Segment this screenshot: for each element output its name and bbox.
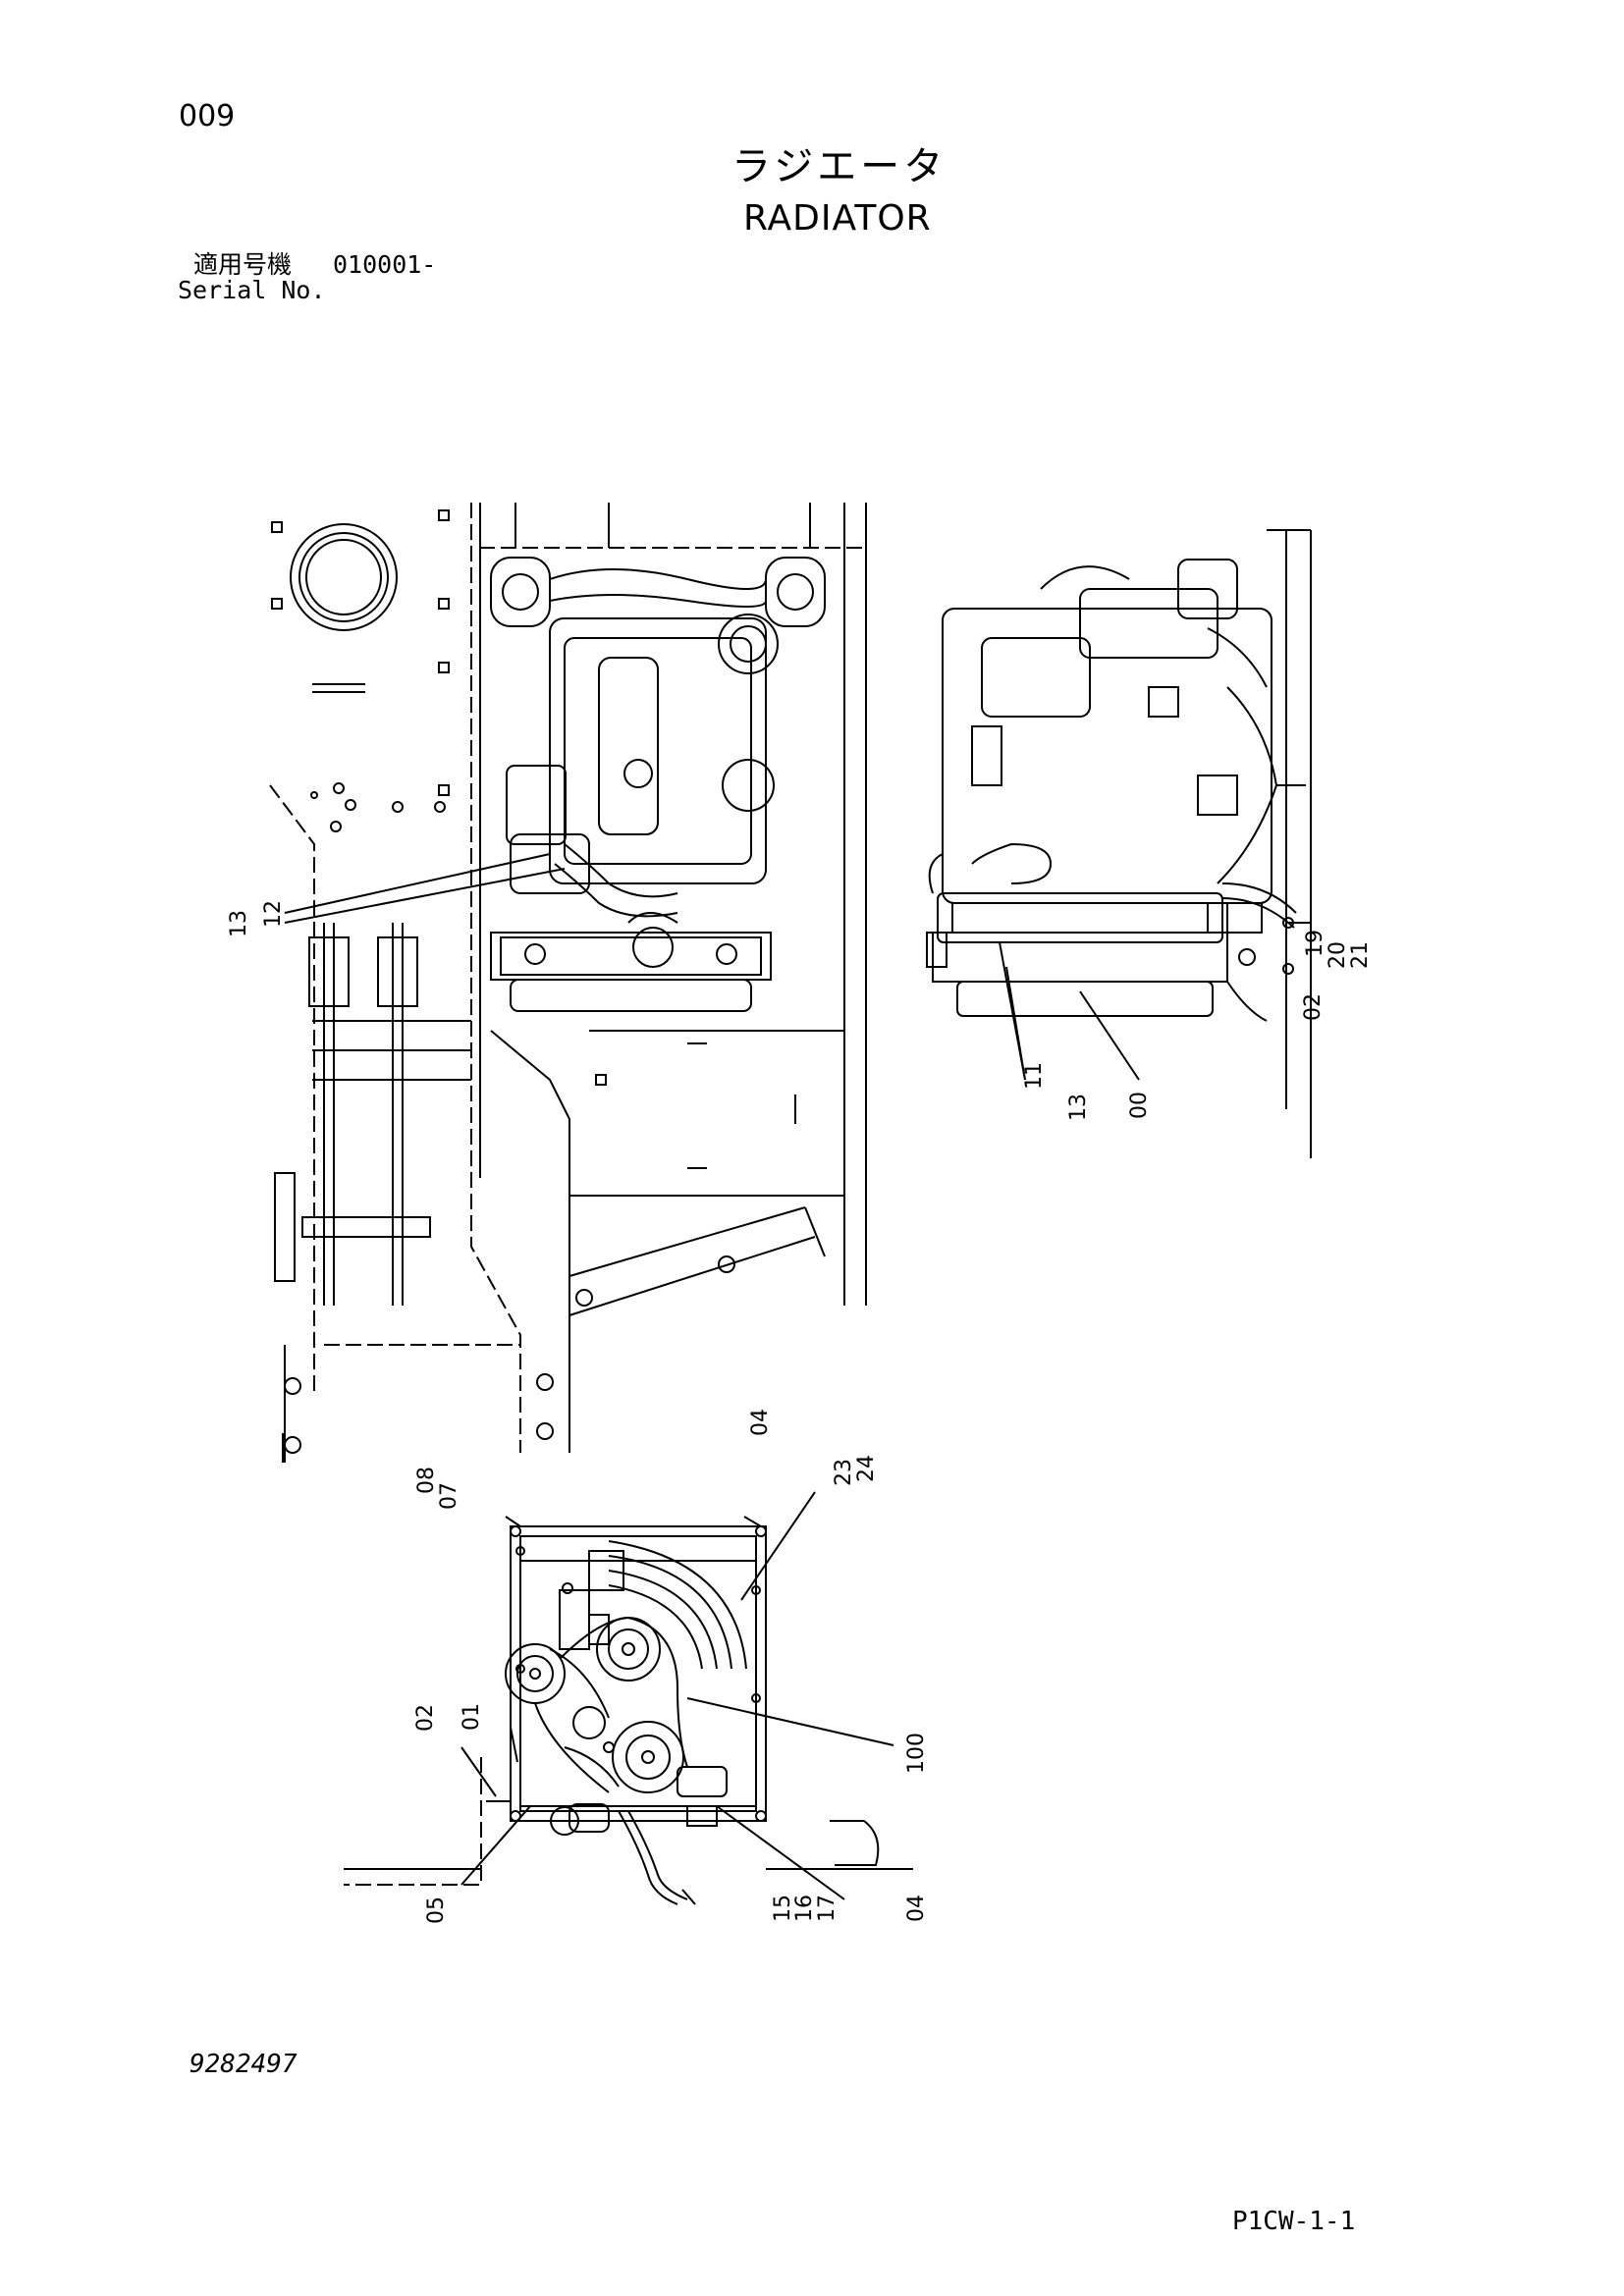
serial-label-japanese: 適用号機 bbox=[193, 250, 293, 279]
ring-part bbox=[290, 523, 398, 631]
callout-23: 23 bbox=[832, 1459, 856, 1486]
pulley-lower bbox=[612, 1721, 684, 1793]
callout-04-bottom: 04 bbox=[904, 1895, 929, 1922]
serial-value: 010001- bbox=[333, 250, 437, 279]
callout-16: 16 bbox=[792, 1895, 817, 1922]
callout-04-top: 04 bbox=[748, 1409, 773, 1436]
title-japanese: ラジエータ bbox=[731, 144, 947, 189]
callout-01: 01 bbox=[460, 1703, 484, 1731]
radiator-hose bbox=[608, 1540, 747, 1670]
title-english: RADIATOR bbox=[743, 198, 932, 239]
callout-15: 15 bbox=[771, 1895, 795, 1922]
callout-24: 24 bbox=[854, 1455, 879, 1482]
callout-13-right: 13 bbox=[1066, 1094, 1091, 1121]
callout-100: 100 bbox=[904, 1733, 929, 1774]
callout-02-right: 02 bbox=[1301, 993, 1326, 1021]
callout-12-top-left: 12 bbox=[261, 900, 286, 928]
callout-20: 20 bbox=[1326, 941, 1350, 969]
callout-21: 21 bbox=[1348, 941, 1373, 969]
callout-02-bottom: 02 bbox=[413, 1704, 438, 1732]
engine-side-view bbox=[942, 608, 1272, 904]
callout-19: 19 bbox=[1303, 930, 1327, 957]
radiator-side-view bbox=[937, 892, 1223, 943]
callout-labels: 13 12 19 20 21 02 11 13 00 04 08 07 23 2… bbox=[227, 900, 1373, 1924]
callout-00: 00 bbox=[1127, 1092, 1152, 1119]
page-number: 009 bbox=[179, 99, 236, 133]
callout-07: 07 bbox=[437, 1482, 461, 1510]
callout-17: 17 bbox=[815, 1895, 839, 1922]
callout-05: 05 bbox=[424, 1896, 449, 1924]
engine-block bbox=[549, 617, 767, 884]
side-view-assembly bbox=[926, 529, 1312, 1158]
callout-08: 08 bbox=[414, 1467, 439, 1494]
callout-13-top-left: 13 bbox=[227, 910, 251, 937]
document-number: 9282497 bbox=[189, 2050, 298, 2079]
radiator-top-view bbox=[490, 932, 772, 981]
serial-label-english: Serial No. bbox=[178, 276, 326, 304]
radiator-front-view bbox=[344, 1491, 913, 1905]
top-view-assembly bbox=[269, 503, 867, 1463]
page-code: P1CW-1-1 bbox=[1232, 2207, 1356, 2236]
callout-11: 11 bbox=[1022, 1062, 1047, 1090]
